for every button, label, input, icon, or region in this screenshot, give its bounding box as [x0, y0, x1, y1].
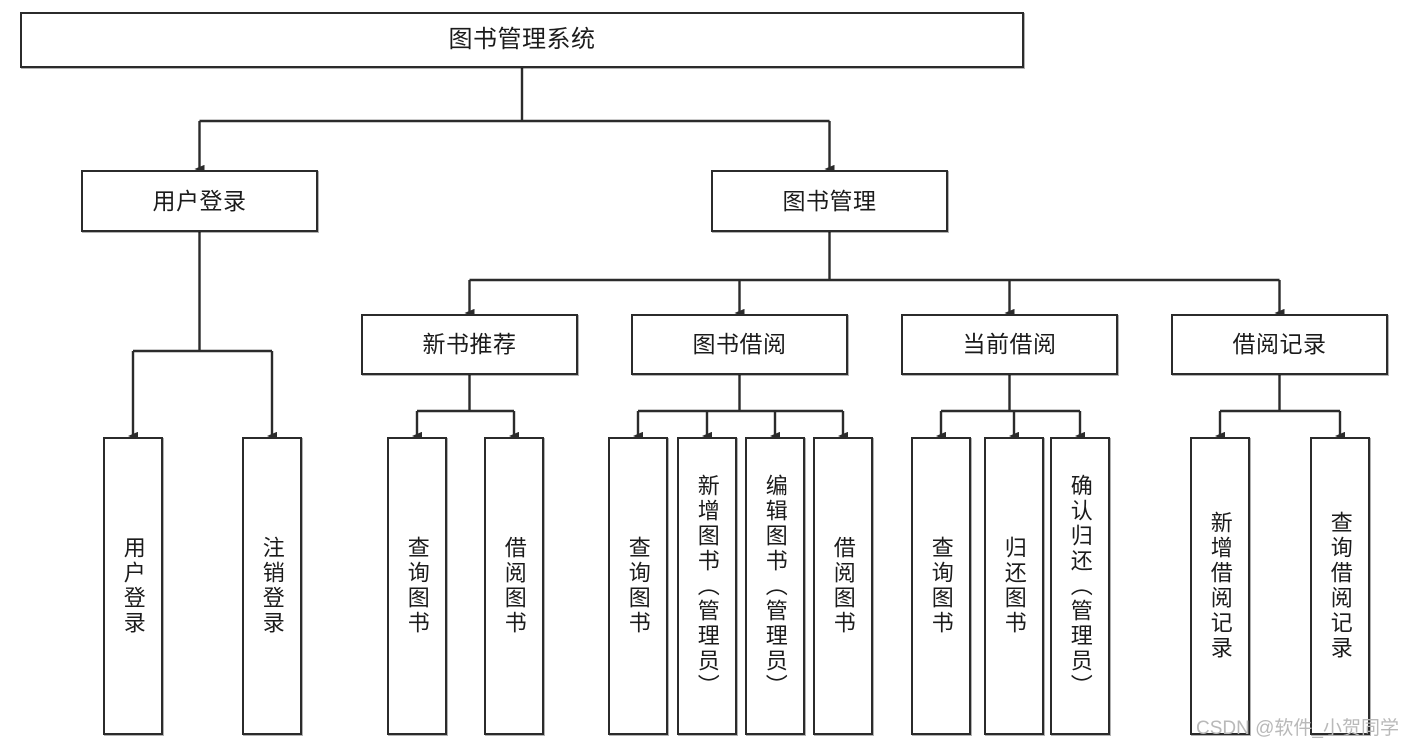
node-label: 用户登录 [120, 536, 146, 636]
node-book-manage[interactable]: 图书管理 [711, 170, 948, 232]
node-label: 借阅图书 [501, 536, 527, 636]
node-leaf-user-logout[interactable]: 注销登录 [242, 437, 302, 735]
node-label: 图书借阅 [692, 331, 787, 358]
node-leaf-rec-search[interactable]: 查询借阅记录 [1310, 437, 1370, 735]
node-leaf-user-login[interactable]: 用户登录 [103, 437, 163, 735]
node-label: 图书管理 [782, 187, 877, 214]
node-leaf-rec-add[interactable]: 新增借阅记录 [1190, 437, 1250, 735]
node-leaf-borrow-borrow[interactable]: 借阅图书 [813, 437, 873, 735]
node-label: 查询图书 [928, 536, 954, 636]
node-leaf-borrow-add[interactable]: 新增图书（管理员） [677, 437, 737, 735]
node-label: 查询借阅记录 [1327, 511, 1353, 661]
node-leaf-cur-query[interactable]: 查询图书 [911, 437, 971, 735]
node-label: 借阅图书 [830, 536, 856, 636]
node-label: 借阅记录 [1232, 331, 1327, 358]
node-leaf-cur-confirm[interactable]: 确认归还（管理员） [1050, 437, 1110, 735]
node-new-book-rec[interactable]: 新书推荐 [361, 314, 578, 375]
node-leaf-rec-query[interactable]: 查询图书 [387, 437, 447, 735]
node-label: 查询图书 [625, 536, 651, 636]
node-root[interactable]: 图书管理系统 [20, 12, 1024, 68]
node-leaf-borrow-edit[interactable]: 编辑图书（管理员） [745, 437, 805, 735]
node-label: 确认归还（管理员） [1067, 473, 1093, 699]
node-label: 新增借阅记录 [1207, 511, 1233, 661]
node-leaf-rec-borrow[interactable]: 借阅图书 [484, 437, 544, 735]
edge-group [128, 68, 1345, 441]
node-borrow-record[interactable]: 借阅记录 [1171, 314, 1388, 375]
node-user-login[interactable]: 用户登录 [81, 170, 318, 232]
node-label: 查询图书 [404, 536, 430, 636]
node-label: 新增图书（管理员） [694, 473, 720, 699]
node-book-borrow[interactable]: 图书借阅 [631, 314, 848, 375]
node-label: 编辑图书（管理员） [762, 473, 788, 699]
node-label: 注销登录 [259, 536, 285, 636]
node-leaf-borrow-query[interactable]: 查询图书 [608, 437, 668, 735]
node-label: 图书管理系统 [448, 26, 596, 53]
node-label: 新书推荐 [422, 331, 517, 358]
csdn-watermark: CSDN @软件_小贺同学 [1196, 718, 1399, 739]
node-leaf-cur-return[interactable]: 归还图书 [984, 437, 1044, 735]
node-label: 用户登录 [152, 187, 247, 214]
node-current-borrow[interactable]: 当前借阅 [901, 314, 1118, 375]
node-label: 归还图书 [1001, 536, 1027, 636]
node-label: 当前借阅 [962, 331, 1057, 358]
